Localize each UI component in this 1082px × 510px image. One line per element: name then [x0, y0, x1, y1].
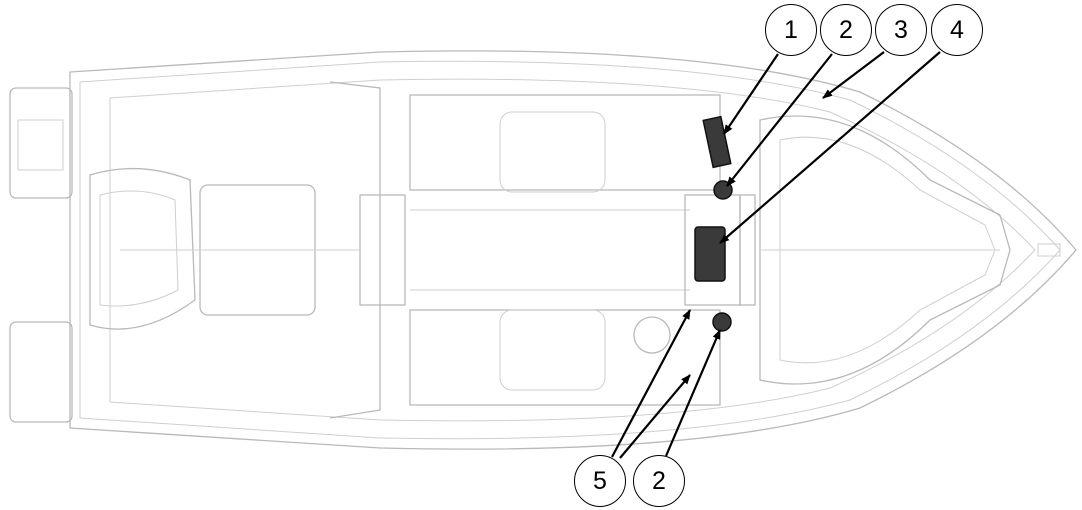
callout-4: 4	[931, 4, 983, 56]
callout-5: 5	[574, 455, 626, 507]
callout-2-top: 2	[820, 4, 872, 56]
callout-1: 1	[765, 4, 817, 56]
hull-outline	[9, 50, 1077, 450]
part-1	[702, 115, 732, 169]
leader-arrows	[611, 51, 941, 459]
callout-3: 3	[875, 4, 927, 56]
part-4	[694, 226, 726, 282]
highlighted-parts	[694, 115, 733, 332]
callout-2-bottom: 2	[633, 455, 685, 507]
part-2-bottom	[712, 312, 732, 332]
